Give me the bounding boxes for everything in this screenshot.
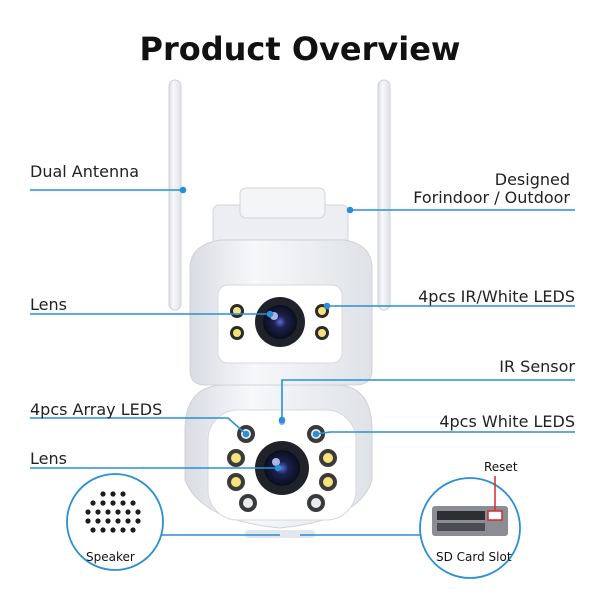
upper-lens [255,297,305,347]
label-speaker: Speaker [86,550,135,564]
callout-white-leds [315,431,575,435]
callout-lines [30,186,575,536]
label-ir-white-leds: 4pcs IR/White LEDS [418,287,575,306]
page-title: Product Overview [139,30,461,68]
label-designed-line1: Designed [494,170,570,189]
label-reset: Reset [484,460,518,474]
antenna-left [168,79,182,311]
label-dual-antenna: Dual Antenna [30,162,140,181]
speaker-grille-icon [85,491,141,533]
sd-slot-icon [437,511,485,520]
speaker-detail [66,473,164,571]
label-ir-sensor: IR Sensor [499,357,575,376]
label-sd-card-slot: SD Card Slot [436,550,512,564]
callout-ir-sensor [281,379,575,420]
label-lens-bottom: Lens [30,449,67,468]
antenna-right [377,79,391,311]
label-designed-line2: Forindoor / Outdoor [413,188,570,207]
label-white-leds: 4pcs White LEDS [439,412,575,431]
label-lens-top: Lens [30,295,67,314]
sd-card-detail [419,476,521,579]
callout-array-leds [30,417,247,435]
label-array-leds: 4pcs Array LEDS [30,400,163,419]
reset-button-icon [487,510,503,521]
lower-lens [255,441,309,495]
